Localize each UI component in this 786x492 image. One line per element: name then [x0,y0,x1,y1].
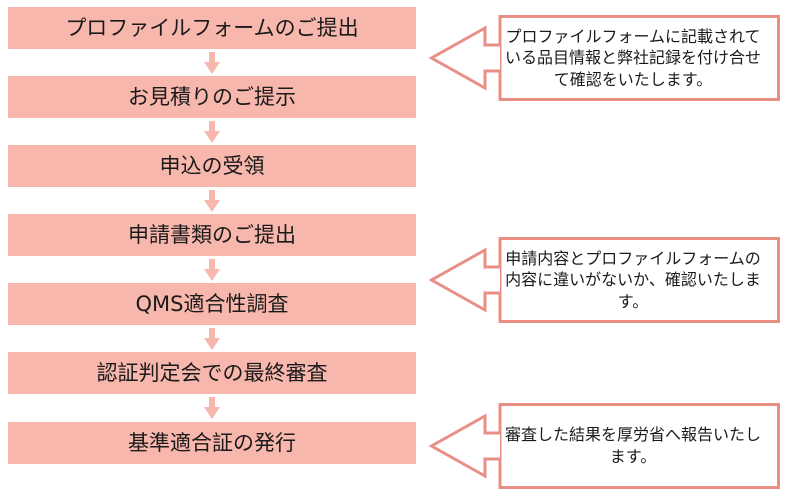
step-application-receipt: 申込の受領 [8,145,416,187]
callout-ministry-report-text: 審査した結果を厚労省へ報告いたします。 [504,425,761,466]
down-arrow-icon [204,190,220,212]
down-arrow-icon [204,397,220,419]
left-arrow-icon [428,403,780,489]
callout-profile-check: プロファイルフォームに記載されている品目情報と弊社記録を付け合せて確認をいたしま… [428,15,780,101]
step-application-documents: 申請書類のご提出 [8,214,416,256]
callout-application-check: 申請内容とプロファイルフォームの内容に違いがないか、確認いたします。 [428,237,780,323]
down-arrow-icon [204,259,220,281]
down-arrow-icon [204,121,220,143]
left-arrow-icon [428,15,780,101]
left-arrow-icon [428,237,780,323]
step-qms-survey: QMS適合性調査 [8,283,416,325]
callout-profile-check-text: プロファイルフォームに記載されている品目情報と弊社記録を付け合せて確認をいたしま… [504,26,761,89]
down-arrow-icon [204,328,220,350]
step-certificate-issuance: 基準適合証の発行 [8,422,416,464]
down-arrow-icon [204,52,220,74]
step-final-review: 認証判定会での最終審査 [8,352,416,394]
callout-ministry-report: 審査した結果を厚労省へ報告いたします。 [428,403,780,489]
step-quote-presentation: お見積りのご提示 [8,76,416,118]
callout-application-check-text: 申請内容とプロファイルフォームの内容に違いがないか、確認いたします。 [505,248,761,311]
step-profile-form-submission: プロファイルフォームのご提出 [8,7,416,49]
